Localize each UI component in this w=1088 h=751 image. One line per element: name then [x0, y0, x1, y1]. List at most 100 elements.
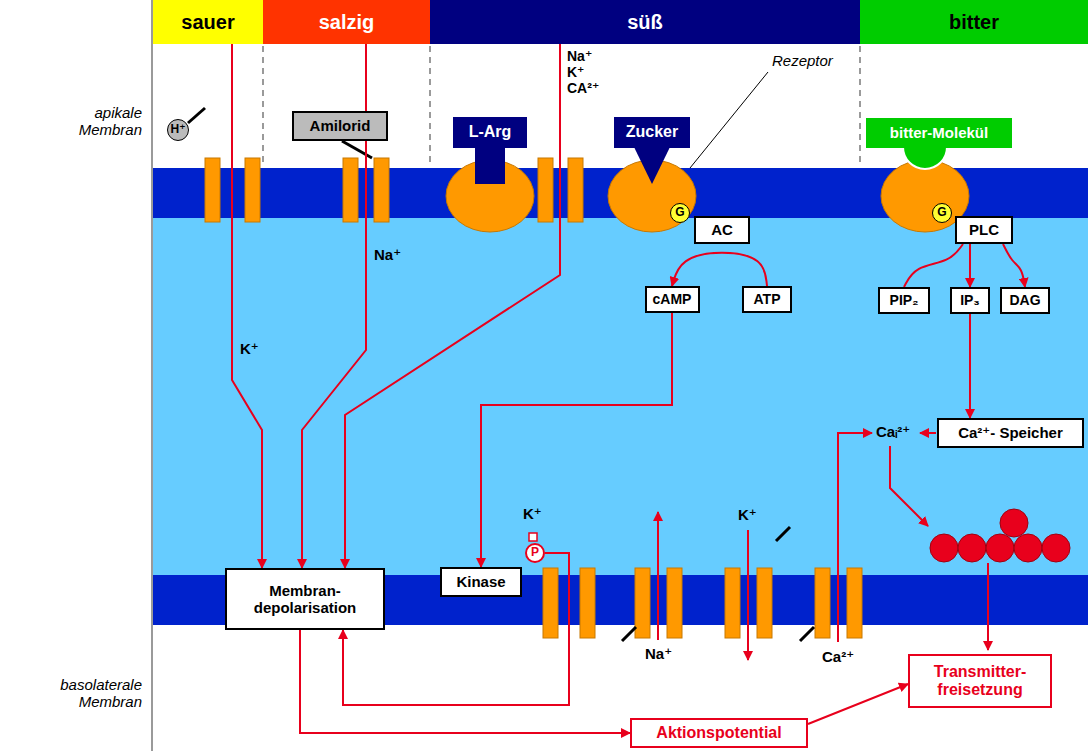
- enzyme-box: Kinase: [440, 567, 522, 597]
- channel-subunit: [374, 158, 389, 222]
- vesicle: [930, 534, 958, 562]
- node-text: DAG: [1009, 292, 1040, 308]
- receptor-shape: [608, 160, 696, 232]
- node-text: bitter: [949, 11, 999, 34]
- taste-header: süß: [430, 0, 860, 44]
- ion-label: Na⁺ K⁺ CA²⁺: [567, 48, 599, 96]
- node-text: Zucker: [626, 123, 678, 141]
- node-text: ATP: [754, 291, 781, 307]
- node-text: Aktionspotential: [656, 724, 781, 742]
- signal-arrow: [904, 244, 963, 287]
- phosphate-mark: [529, 533, 537, 541]
- vesicle: [986, 534, 1014, 562]
- ion-channels: [205, 158, 862, 638]
- channel-subunit: [580, 568, 595, 638]
- taste-header: bitter: [860, 0, 1088, 44]
- channel-block: [622, 627, 636, 641]
- node-text: H⁺: [171, 123, 186, 137]
- callout-label: Rezeptor: [772, 52, 833, 69]
- node-text: P: [531, 546, 539, 560]
- result-box: Transmitter- freisetzung: [908, 654, 1052, 708]
- channel-block: [776, 527, 790, 541]
- ion-arrow: [747, 530, 749, 660]
- node-text: IP₃: [960, 292, 980, 308]
- ion-arrow: [838, 433, 872, 642]
- signal-arrow: [890, 446, 928, 526]
- channel-subunit: [538, 158, 553, 222]
- channel-subunit: [205, 158, 220, 222]
- signal-arrow: [969, 244, 971, 287]
- node-text: Amilorid: [310, 117, 371, 134]
- section-dividers: [263, 46, 860, 166]
- cytoplasm: [153, 218, 1088, 575]
- section-divider: [429, 46, 431, 166]
- vesicles: [930, 509, 1070, 562]
- channel-subunit: [343, 158, 358, 222]
- channel-subunit: [568, 158, 583, 222]
- node-text: PLC: [969, 221, 999, 238]
- ion-label: Na⁺: [374, 246, 401, 263]
- molecule-box: cAMP: [645, 286, 700, 313]
- channel-subunit: [725, 568, 740, 638]
- result-box: Aktionspotential: [630, 718, 808, 748]
- signal-arrow: [481, 313, 672, 567]
- ligand-head: [903, 147, 947, 169]
- taste-header: salzig: [263, 0, 430, 44]
- channel-block: [342, 141, 372, 158]
- store-box: Ca²⁺- Speicher: [937, 418, 1084, 448]
- channel-block: [800, 627, 814, 641]
- g-protein-circle: G: [670, 203, 690, 223]
- section-divider: [262, 46, 264, 166]
- channel-subunit: [635, 568, 650, 638]
- ion-label: K⁺: [240, 340, 259, 357]
- molecule-box: DAG: [1000, 287, 1050, 314]
- ion-flows: [658, 433, 988, 660]
- node-text: Membran- depolarisation: [254, 582, 357, 617]
- vesicle: [1042, 534, 1070, 562]
- signal-arrow: [232, 44, 262, 568]
- signal-arrow: [808, 684, 908, 724]
- channel-subunit: [543, 568, 558, 638]
- ligand-box: Zucker: [614, 117, 690, 148]
- receptor-shape: [446, 160, 534, 232]
- node-text: Transmitter- freisetzung: [934, 663, 1026, 700]
- node-text: L-Arg: [469, 123, 512, 141]
- vesicle: [1000, 509, 1028, 537]
- enzyme-box: PLC: [955, 216, 1013, 244]
- taste-header: sauer: [153, 0, 263, 44]
- signal-arrow: [987, 563, 989, 650]
- molecule-box: IP₃: [950, 287, 990, 314]
- ion-label: Caᵢ²⁺: [876, 423, 910, 440]
- ligand-box: L-Arg: [453, 117, 527, 148]
- ion-label: K⁺: [523, 505, 542, 522]
- section-divider: [859, 46, 861, 166]
- vesicle: [958, 534, 986, 562]
- enzyme-box: AC: [694, 216, 750, 244]
- membrane-label: apikale Membran: [79, 104, 142, 139]
- node-text: süß: [627, 11, 663, 34]
- ion-arrow: [657, 512, 659, 640]
- ligand-box: bitter-Molekül: [866, 118, 1012, 148]
- node-text: sauer: [181, 11, 234, 34]
- signal-arrow: [969, 314, 971, 418]
- phosphate-circle: P: [525, 543, 545, 563]
- node-text: cAMP: [653, 291, 692, 307]
- molecule-box: PIP₂: [878, 287, 930, 314]
- ion-arrow: [920, 432, 936, 434]
- membrane-label: basolaterale Membran: [60, 676, 142, 711]
- node-text: Ca²⁺- Speicher: [958, 424, 1063, 441]
- leader-line: [690, 72, 768, 168]
- node-text: Kinase: [456, 573, 505, 590]
- node-text: salzig: [319, 11, 375, 34]
- signal-arrow: [300, 630, 630, 733]
- vesicle: [1014, 534, 1042, 562]
- channel-subunit: [757, 568, 772, 638]
- ion-label: Ca²⁺: [822, 648, 854, 665]
- signal-arrow: [1003, 244, 1025, 287]
- node-text: PIP₂: [890, 292, 919, 308]
- ligand-tip: [634, 147, 670, 184]
- node-text: G: [675, 206, 684, 220]
